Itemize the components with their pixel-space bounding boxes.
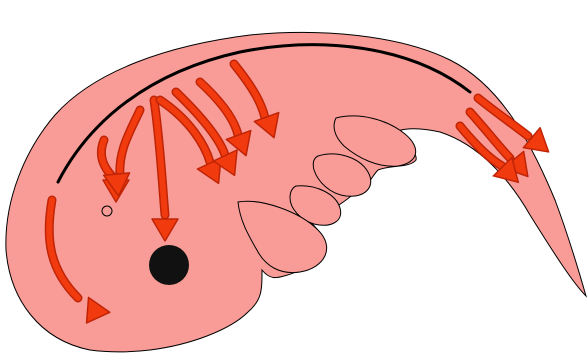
dark-spot-icon bbox=[149, 245, 189, 285]
